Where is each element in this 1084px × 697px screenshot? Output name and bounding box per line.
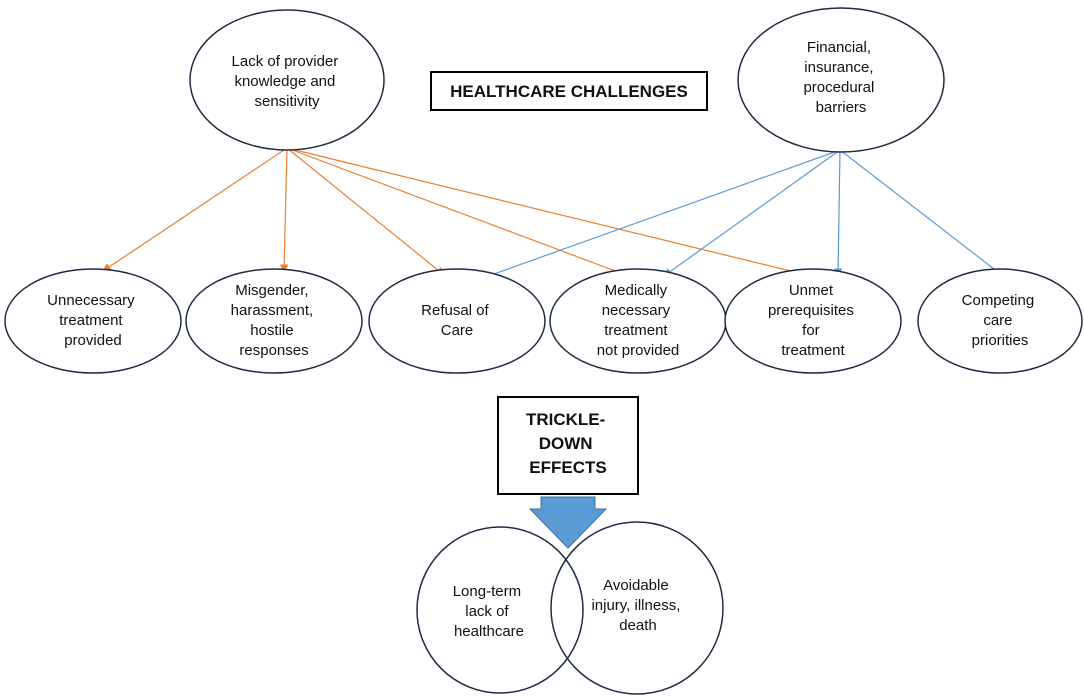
arrow-financial-to-refusal	[479, 149, 841, 281]
header-title-box: HEALTHCARE CHALLENGES	[430, 71, 708, 111]
arrow-provider-to-medically	[286, 147, 627, 277]
source-provider-ellipse	[189, 9, 385, 151]
challenge-unmet-label: Unmet prerequisites for treatment	[768, 282, 858, 359]
challenge-medically-label: Medically necessary treatment not provid…	[597, 282, 680, 359]
arrow-provider-to-unmet	[286, 147, 812, 279]
trickle-down-frame	[497, 396, 639, 495]
trickle-down-label: TRICKLE- DOWN EFFECTS	[526, 410, 610, 477]
arrow-provider-to-misgender	[279, 147, 289, 273]
challenge-misgender: Misgender, harassment, hostile responses	[185, 268, 363, 374]
challenge-unnecessary-ellipse	[4, 268, 182, 374]
trickle-down-arrow-icon	[528, 496, 608, 549]
challenge-competing: Competing care priorities	[917, 268, 1083, 374]
challenge-medically: Medically necessary treatment not provid…	[549, 268, 727, 374]
source-provider: Lack of provider knowledge and sensitivi…	[189, 9, 385, 151]
connector-arrows	[102, 147, 1004, 281]
challenge-refusal-label: Refusal of Care	[421, 302, 493, 339]
challenge-refusal: Refusal of Care	[368, 268, 546, 374]
challenge-misgender-ellipse	[185, 268, 363, 374]
source-financial-ellipse	[737, 7, 945, 153]
outcome-longterm-label: Long-term lack of healthcare	[453, 583, 526, 640]
outcome-avoidable-label: Avoidable injury, illness, death	[591, 577, 684, 634]
outcome-avoidable-circle	[550, 521, 724, 695]
challenge-misgender-label: Misgender, harassment, hostile responses	[231, 282, 318, 359]
source-financial: Financial, insurance, procedural barrier…	[737, 7, 945, 153]
challenge-competing-label: Competing care priorities	[962, 292, 1039, 349]
source-financial-label: Financial, insurance, procedural barrier…	[803, 39, 878, 116]
arrow-financial-to-unmet	[833, 149, 843, 277]
header-title-frame	[430, 71, 708, 111]
challenge-unmet-ellipse	[724, 268, 902, 374]
challenge-unmet: Unmet prerequisites for treatment	[724, 268, 902, 374]
page-title: HEALTHCARE CHALLENGES	[450, 82, 688, 101]
arrow-provider-to-refusal	[286, 147, 445, 276]
challenge-refusal-ellipse	[368, 268, 546, 374]
challenge-unnecessary-label: Unnecessary treatment provided	[47, 292, 139, 349]
arrow-financial-to-competing	[839, 149, 1004, 277]
source-provider-label: Lack of provider knowledge and sensitivi…	[232, 53, 343, 110]
challenge-unnecessary: Unnecessary treatment provided	[4, 268, 182, 374]
arrow-financial-to-medically	[663, 149, 841, 277]
challenge-competing-ellipse	[917, 268, 1083, 374]
outcome-venn: Long-term lack of healthcare Avoidable i…	[416, 521, 724, 695]
outcome-longterm-circle	[416, 526, 584, 694]
arrow-provider-to-unnecessary	[102, 147, 288, 272]
trickle-down-box: TRICKLE- DOWN EFFECTS	[497, 396, 639, 495]
